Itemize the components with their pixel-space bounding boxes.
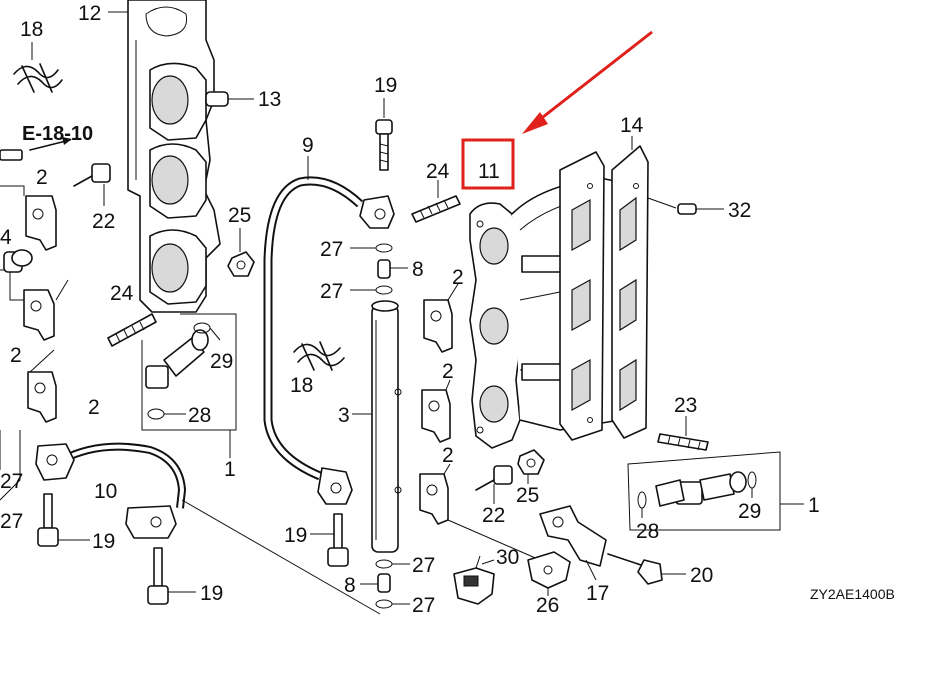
injector-group-right — [627, 451, 781, 531]
label-part-27: 27 — [0, 510, 23, 533]
nut-part-25-left — [227, 251, 255, 277]
label-part-17: 17 — [586, 582, 609, 605]
center-brackets — [419, 299, 453, 525]
fuel-hose-part-9 — [263, 176, 395, 505]
label-part-27: 27 — [320, 238, 343, 261]
label-part-24: 24 — [426, 160, 450, 183]
sensor-part-30 — [453, 555, 495, 605]
bolt-part-19-lower-left — [37, 493, 169, 605]
label-part-13: 13 — [258, 88, 281, 111]
stud-part-23 — [657, 433, 709, 451]
label-part-29: 29 — [738, 500, 761, 523]
bracket-part-17 — [539, 505, 607, 567]
label-part-32: 32 — [728, 199, 751, 222]
label-part-2: 2 — [442, 360, 454, 383]
label-part-28: 28 — [188, 404, 211, 427]
label-part-8: 8 — [344, 574, 356, 597]
label-part-24: 24 — [110, 282, 134, 305]
label-part-25: 25 — [228, 204, 251, 227]
label-part-4: 4 — [0, 226, 12, 249]
part-labels: 12 18 13 19 9 14 2 24 11 22 25 32 4 27 8… — [0, 2, 895, 617]
label-part-2: 2 — [10, 344, 22, 367]
label-part-11: 11 — [478, 160, 500, 183]
fuel-rail-part-3 — [371, 300, 402, 553]
label-part-27: 27 — [412, 594, 435, 617]
label-part-8: 8 — [412, 258, 424, 281]
label-part-2: 2 — [36, 166, 48, 189]
label-part-29: 29 — [210, 350, 233, 373]
label-part-27: 27 — [0, 470, 23, 493]
clip-part-18-upper — [13, 63, 63, 93]
highlight-box-part-11 — [461, 138, 515, 190]
label-part-2: 2 — [442, 444, 454, 467]
label-part-19: 19 — [374, 74, 397, 97]
label-part-3: 3 — [338, 404, 350, 427]
label-part-14: 14 — [620, 114, 644, 137]
label-part-1: 1 — [808, 494, 820, 517]
label-part-2: 2 — [88, 396, 100, 419]
label-part-10: 10 — [94, 480, 117, 503]
label-part-28: 28 — [636, 520, 659, 543]
label-part-18: 18 — [20, 18, 43, 41]
bolt-part-22-center — [475, 465, 513, 491]
bolt-part-19-lower-center — [327, 513, 349, 567]
label-part-19: 19 — [92, 530, 115, 553]
label-part-2: 2 — [452, 266, 464, 289]
label-part-19: 19 — [284, 524, 307, 547]
label-part-25: 25 — [516, 484, 539, 507]
bolt-part-20 — [607, 553, 663, 585]
bolt-part-19-top — [375, 119, 393, 171]
red-pointer-arrow — [522, 30, 653, 134]
injector-group-left — [141, 313, 237, 431]
label-part-9: 9 — [302, 134, 314, 157]
label-part-12: 12 — [78, 2, 101, 25]
dowel-part-32 — [677, 203, 697, 215]
label-part-22: 22 — [482, 504, 505, 527]
left-brackets — [0, 149, 69, 501]
drawing-code: ZY2AE1400B — [810, 586, 895, 602]
fuel-pipe-part-10 — [35, 442, 187, 539]
label-part-1: 1 — [224, 458, 236, 481]
label-part-20: 20 — [690, 564, 713, 587]
gasket-plates-part-14 — [559, 145, 649, 441]
orings-and-collar-upper — [375, 243, 393, 295]
label-part-18: 18 — [290, 374, 313, 397]
nut-part-25-center — [517, 449, 545, 475]
label-part-22: 22 — [92, 210, 115, 233]
clip-part-18-center — [293, 341, 345, 371]
reference-label: E-18-10 — [22, 123, 93, 145]
label-part-26: 26 — [536, 594, 559, 617]
stud-part-24-center — [411, 195, 461, 223]
label-part-27: 27 — [412, 554, 435, 577]
label-part-19: 19 — [200, 582, 223, 605]
label-part-27: 27 — [320, 280, 343, 303]
reference-arrow — [29, 137, 72, 151]
label-part-30: 30 — [496, 546, 519, 569]
label-part-23: 23 — [674, 394, 697, 417]
orings-and-collar-lower — [375, 559, 393, 609]
bolt-part-22-upper — [73, 163, 111, 187]
intake-manifold-part-13 — [127, 0, 229, 313]
stud-part-24-left — [107, 313, 157, 347]
part-26-clip — [527, 551, 571, 589]
